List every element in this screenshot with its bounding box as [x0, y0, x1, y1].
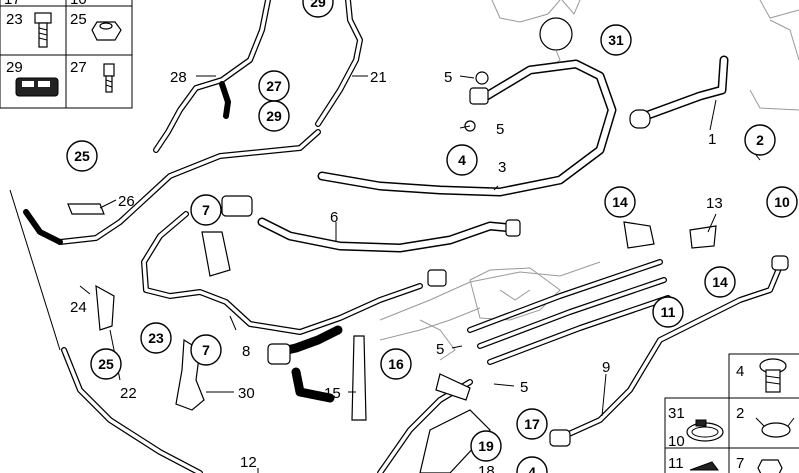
pipes	[9, 0, 783, 473]
legend-left-num-27: 27	[70, 59, 87, 76]
svg-text:29: 29	[266, 108, 282, 124]
seal-ring-icon	[759, 358, 787, 393]
legend-right-num-2: 2	[736, 405, 744, 422]
legend-right-num-31: 31	[668, 405, 685, 422]
label-26: 26	[118, 193, 135, 210]
label-5-cooler: 5	[520, 379, 528, 396]
svg-text:4: 4	[458, 152, 466, 168]
callout-29-top: 29	[302, 0, 334, 18]
svg-text:2: 2	[756, 132, 764, 148]
callout-25-lower: 25	[90, 348, 122, 380]
legend-left-num-25: 25	[70, 11, 87, 28]
label-28: 28	[170, 69, 187, 86]
label-6: 6	[330, 209, 338, 226]
leader-lines	[79, 75, 761, 473]
callout-4-lower: 4	[516, 456, 548, 473]
svg-text:17: 17	[524, 416, 540, 432]
plain-labels: 28 21 5 5 1 26 3 6 13 24 22 8 5 5 9 30 1…	[70, 69, 723, 473]
legend-right-num-11: 11	[668, 455, 684, 472]
svg-text:16: 16	[388, 356, 404, 372]
pump-outline	[491, 0, 799, 111]
label-22: 22	[120, 385, 137, 402]
svg-text:14: 14	[712, 274, 728, 290]
svg-text:4: 4	[528, 464, 536, 473]
stud-icon	[103, 63, 115, 93]
label-15: 15	[324, 385, 341, 402]
svg-text:25: 25	[98, 356, 114, 372]
svg-text:25: 25	[74, 148, 90, 164]
label-30: 30	[238, 385, 255, 402]
legend-left-num-23: 23	[6, 11, 23, 28]
label-5-lower: 5	[496, 121, 504, 138]
label-5-upper: 5	[444, 69, 452, 86]
callout-27: 27	[258, 70, 290, 102]
legend-right-num-4: 4	[736, 363, 744, 380]
callout-14-left: 14	[604, 186, 636, 218]
hose-clamp-icon	[686, 419, 724, 442]
callout-19: 19	[470, 430, 502, 462]
bracket-icon	[689, 461, 719, 471]
legend-left-17: 17	[4, 0, 21, 8]
callout-10: 10	[766, 186, 798, 218]
callout-16: 16	[380, 348, 412, 380]
svg-text:31: 31	[608, 32, 624, 48]
label-18: 18	[478, 463, 495, 473]
callout-31: 31	[600, 24, 632, 56]
svg-text:14: 14	[612, 194, 628, 210]
label-24: 24	[70, 299, 87, 316]
label-1: 1	[708, 131, 716, 148]
circled-callouts: 29 27 29 31 2 4 25 7	[66, 0, 798, 473]
callout-25: 25	[66, 140, 98, 172]
label-12: 12	[240, 454, 257, 471]
svg-text:11: 11	[661, 304, 676, 320]
legend-right-num-10: 10	[668, 433, 685, 450]
legend-left-num-29: 29	[6, 59, 23, 76]
fittings	[67, 71, 789, 473]
svg-text:19: 19	[478, 438, 494, 454]
nut-icon	[91, 21, 122, 41]
callout-7-lower: 7	[190, 334, 222, 366]
legend-right-num-7: 7	[736, 455, 744, 472]
callout-17: 17	[516, 408, 548, 440]
svg-text:27: 27	[266, 78, 282, 94]
label-21: 21	[370, 69, 387, 86]
label-8: 8	[242, 343, 250, 360]
label-9: 9	[602, 359, 610, 376]
svg-text:23: 23	[148, 330, 164, 346]
svg-text:10: 10	[774, 194, 790, 210]
bolt-icon	[34, 12, 52, 48]
clip-icon	[15, 77, 59, 97]
cap-nut-icon	[757, 459, 783, 473]
callout-14-right: 14	[704, 266, 736, 298]
label-3: 3	[498, 159, 506, 176]
label-5-rack: 5	[436, 341, 444, 358]
legend-left: 17 10 23 25 29 27	[0, 0, 133, 109]
svg-text:29: 29	[310, 0, 326, 10]
legend-left-10: 10	[70, 0, 87, 8]
callout-2: 2	[744, 124, 776, 156]
callout-23: 23	[140, 322, 172, 354]
label-13: 13	[706, 195, 723, 212]
callout-7-upper: 7	[190, 194, 222, 226]
callout-29: 29	[258, 100, 290, 132]
svg-text:7: 7	[202, 342, 210, 358]
spring-clamp-icon	[755, 417, 795, 438]
callout-11: 11	[652, 296, 684, 328]
callout-4: 4	[446, 144, 478, 176]
legend-right: 4 31 10 2 11 7	[664, 353, 799, 473]
svg-text:7: 7	[202, 202, 210, 218]
